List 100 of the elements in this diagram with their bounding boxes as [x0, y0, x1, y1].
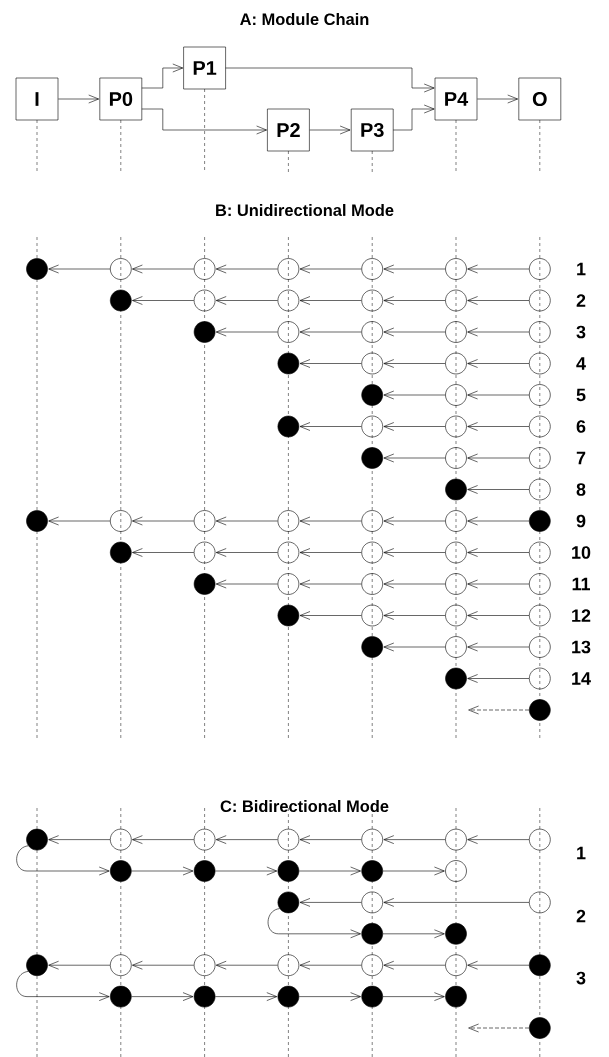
row-number: 13	[572, 640, 591, 654]
open-circle	[361, 541, 383, 564]
open-circle	[361, 828, 383, 851]
filled-circle	[529, 510, 551, 532]
arrow	[141, 63, 184, 89]
section-title: A: Module Chain	[240, 12, 369, 26]
open-circle	[193, 541, 216, 564]
arrow	[299, 548, 362, 557]
arrow	[383, 611, 446, 620]
arrow	[467, 485, 530, 494]
row-number: 2	[576, 294, 586, 307]
arrow	[299, 516, 362, 526]
row-number: 1	[577, 846, 586, 860]
arrow	[382, 992, 445, 1001]
open-circle	[445, 447, 467, 469]
arrow	[382, 866, 445, 876]
filled-circle	[193, 573, 216, 595]
arrow	[467, 327, 530, 337]
arrow	[467, 390, 530, 400]
filled-circle	[26, 828, 48, 851]
arrow	[467, 453, 530, 463]
arrow	[467, 674, 530, 683]
arrow	[477, 94, 518, 104]
arrow	[299, 960, 362, 970]
arrow	[215, 866, 278, 876]
row-number: 10	[572, 546, 591, 559]
open-circle	[277, 954, 300, 976]
open-circle	[193, 289, 216, 312]
open-circle	[277, 573, 300, 595]
open-circle	[445, 860, 467, 882]
arrow	[467, 359, 530, 368]
open-circle	[361, 891, 383, 914]
arrow	[141, 108, 267, 135]
arrow	[299, 422, 362, 431]
open-circle	[277, 321, 300, 343]
row-number: 2	[576, 909, 586, 923]
arrow	[58, 94, 99, 104]
arrow	[383, 359, 446, 368]
open-circle	[193, 258, 216, 280]
arrow	[48, 264, 111, 274]
open-circle	[361, 604, 383, 627]
module-box: P2	[267, 108, 310, 152]
arrow	[392, 104, 435, 131]
open-circle	[445, 541, 467, 564]
module-box: P3	[350, 108, 394, 152]
arrow	[467, 835, 530, 844]
open-circle	[110, 258, 132, 280]
open-circle	[277, 541, 300, 564]
filled-circle	[26, 954, 48, 976]
arrow	[383, 296, 446, 305]
filled-circle	[445, 667, 467, 690]
filled-circle	[110, 985, 132, 1008]
arrow	[131, 992, 194, 1001]
open-circle	[529, 352, 551, 375]
module-box: I	[15, 77, 59, 121]
open-circle	[529, 891, 551, 914]
open-circle	[445, 289, 467, 312]
open-circle	[529, 828, 551, 851]
filled-circle	[529, 699, 551, 721]
arrow	[299, 835, 362, 844]
arrow	[383, 422, 446, 431]
open-circle	[193, 828, 216, 851]
filled-circle	[361, 860, 383, 882]
open-circle	[529, 541, 551, 564]
arrow	[467, 264, 530, 274]
arrow	[468, 705, 530, 715]
open-circle	[529, 447, 551, 469]
filled-circle	[277, 860, 300, 882]
open-circle	[529, 321, 551, 343]
module-box: P0	[99, 77, 143, 121]
filled-circle	[361, 384, 383, 406]
open-circle	[445, 352, 467, 375]
filled-circle	[193, 985, 216, 1008]
arrow	[467, 422, 530, 431]
section-title: B: Unidirectional Mode	[216, 203, 394, 217]
row-number: 12	[572, 609, 591, 622]
arrow	[215, 579, 278, 589]
filled-circle	[110, 860, 132, 882]
filled-circle	[361, 447, 383, 469]
arrow	[383, 548, 446, 557]
arrow	[48, 960, 111, 970]
arrow	[467, 516, 530, 526]
arrow	[299, 264, 362, 274]
filled-circle	[529, 1017, 551, 1039]
arrow	[467, 642, 530, 652]
arrow	[383, 960, 446, 970]
arrow	[267, 908, 361, 939]
arrow	[215, 516, 278, 526]
arrow	[298, 992, 361, 1001]
filled-circle	[277, 985, 300, 1008]
open-circle	[193, 954, 216, 976]
arrow	[48, 516, 111, 526]
module-box: P1	[183, 46, 226, 90]
row-number: 6	[576, 420, 586, 433]
filled-circle	[277, 604, 300, 627]
open-circle	[361, 954, 383, 976]
row-number: 8	[576, 483, 586, 496]
filled-circle	[26, 258, 48, 280]
arrow	[467, 296, 530, 305]
open-circle	[361, 510, 383, 532]
